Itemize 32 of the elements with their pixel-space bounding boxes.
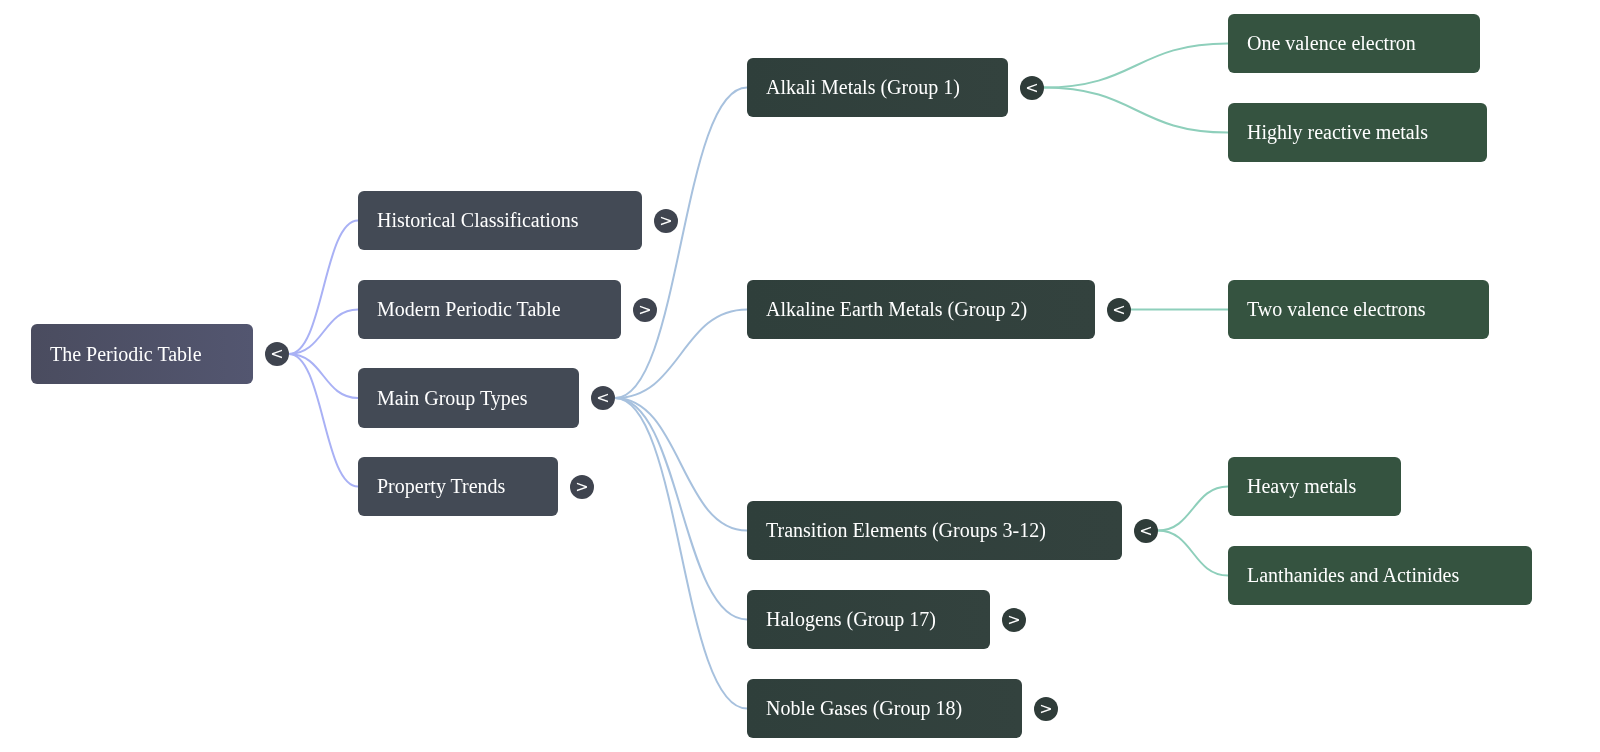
topic-box: Main Group Types	[358, 368, 579, 428]
topic-box: Lanthanides and Actinides	[1228, 546, 1532, 605]
connector-line	[1157, 485, 1229, 532]
topic-box: Noble Gases (Group 18)	[747, 679, 1022, 738]
toggle-button: >	[654, 208, 678, 233]
topic-box: Alkali Metals (Group 1)	[747, 58, 1008, 117]
topic-box: Alkaline Earth Metals (Group 2)	[747, 280, 1095, 339]
connector-line	[288, 353, 359, 488]
topic-box: One valence electron	[1228, 14, 1480, 73]
topic-box: Transition Elements (Groups 3-12)	[747, 501, 1122, 560]
toggle-button: >	[1034, 696, 1058, 721]
toggle-button: >	[633, 297, 657, 322]
connector-line	[1043, 86, 1229, 134]
topic-box: Halogens (Group 17)	[747, 590, 990, 649]
topic-box: Modern Periodic Table	[358, 280, 621, 339]
connector-line	[1157, 529, 1229, 577]
toggle-button: <	[591, 386, 615, 410]
topic-box: Highly reactive metals	[1228, 103, 1487, 162]
toggle-button: <	[265, 342, 289, 366]
toggle-button: <	[1020, 75, 1044, 100]
toggle-button: >	[1002, 607, 1026, 632]
toggle-button: >	[570, 474, 594, 499]
toggle-button: <	[1107, 297, 1131, 322]
connector-line	[614, 397, 748, 710]
topic-box: Historical Classifications	[358, 191, 642, 250]
topic-box: The Periodic Table	[31, 324, 253, 384]
topic-box: Heavy metals	[1228, 457, 1401, 516]
topic-box: Property Trends	[358, 457, 558, 516]
connector-line	[1130, 308, 1229, 311]
topic-box: Two valence electrons	[1228, 280, 1489, 339]
toggle-button: <	[1134, 518, 1158, 543]
connector-line	[1043, 42, 1229, 89]
